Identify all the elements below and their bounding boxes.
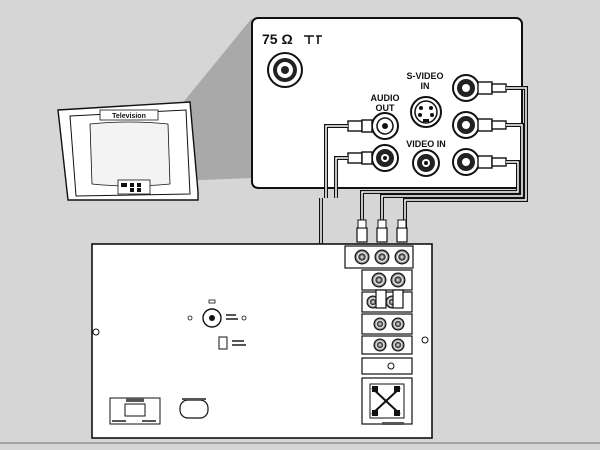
tv-rear-panel: 75 Ω S-VIDEO IN AUDIO OUT (251, 17, 523, 189)
svideo-jack-icon (410, 96, 442, 128)
rca-jack-icon (452, 74, 480, 102)
voltage-selector-icon (109, 397, 161, 425)
antenna-connector-icon (187, 299, 247, 328)
rca-plug-icon (396, 219, 408, 243)
svideo-label-line2: IN (421, 81, 430, 91)
tv-label: Television (112, 113, 146, 120)
audio-out-line1: AUDIO (371, 93, 400, 103)
rca-jack-icon (371, 144, 399, 172)
device-rear-panel (91, 219, 433, 439)
power-socket-icon (179, 398, 209, 419)
rca-plug-icon (477, 81, 507, 95)
rca-plug-icon (477, 155, 507, 169)
antenna-jack-icon (267, 52, 303, 88)
svideo-label-line1: S-VIDEO (406, 71, 443, 81)
switch-icon (218, 336, 246, 350)
audio-out-line2: OUT (376, 103, 396, 113)
rca-plug-icon (347, 151, 373, 165)
rca-plug-icon (347, 119, 373, 133)
television: Television (57, 101, 199, 201)
rca-plug-icon (477, 118, 507, 132)
rca-jack-icon (371, 112, 399, 140)
antenna-symbol-icon (304, 35, 322, 44)
rca-plug-icon (392, 289, 404, 309)
rca-jack-icon (452, 111, 480, 139)
rca-jack-icon (412, 149, 440, 177)
rca-plug-icon (356, 219, 368, 243)
rca-plug-icon (375, 289, 387, 309)
video-in-label: VIDEO IN (406, 139, 446, 149)
rca-plug-icon (376, 219, 388, 243)
rca-jack-icon (452, 148, 480, 176)
impedance-label: 75 Ω (262, 31, 293, 47)
